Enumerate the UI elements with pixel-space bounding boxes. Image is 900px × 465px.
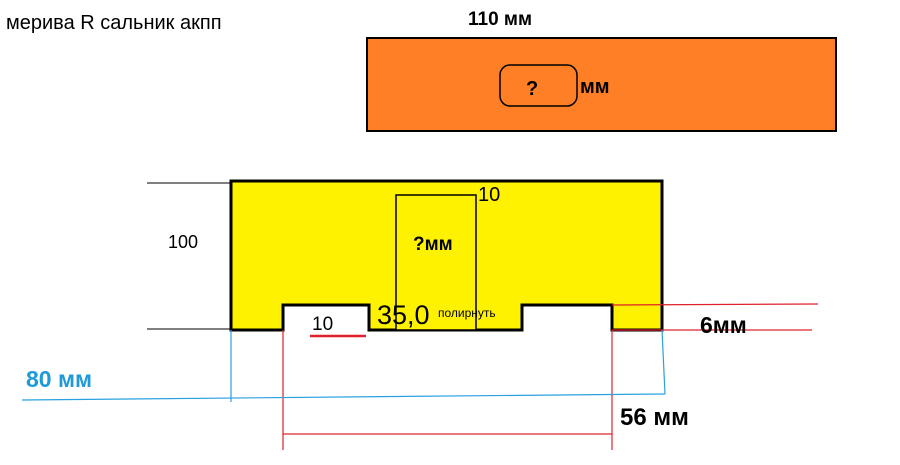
center-value: 35,0 — [377, 300, 430, 330]
inner-width-label: 56 мм — [620, 404, 689, 431]
drawing-title: мерива R сальник акпп — [6, 12, 222, 34]
depth-line-top — [611, 303, 819, 306]
depth-label: 6мм — [700, 312, 747, 338]
center-slot-label: ?мм — [413, 234, 453, 255]
top-part-width-label: 110 мм — [468, 9, 532, 30]
center-slot — [395, 194, 477, 331]
top-part-body — [366, 37, 837, 132]
center-slot-width-label: 10 — [478, 184, 500, 206]
top-part-hole — [499, 64, 578, 107]
outer-width-label: 80 мм — [26, 366, 92, 392]
top-part-hole-label: ? — [526, 78, 538, 100]
top-part-hole-unit: мм — [580, 76, 610, 98]
height-label: 100 — [168, 232, 198, 252]
center-note: полирнуть — [438, 306, 496, 320]
notch-label: 10 — [312, 314, 333, 335]
outer-width-right — [661, 329, 666, 395]
outer-width-line — [21, 393, 666, 401]
